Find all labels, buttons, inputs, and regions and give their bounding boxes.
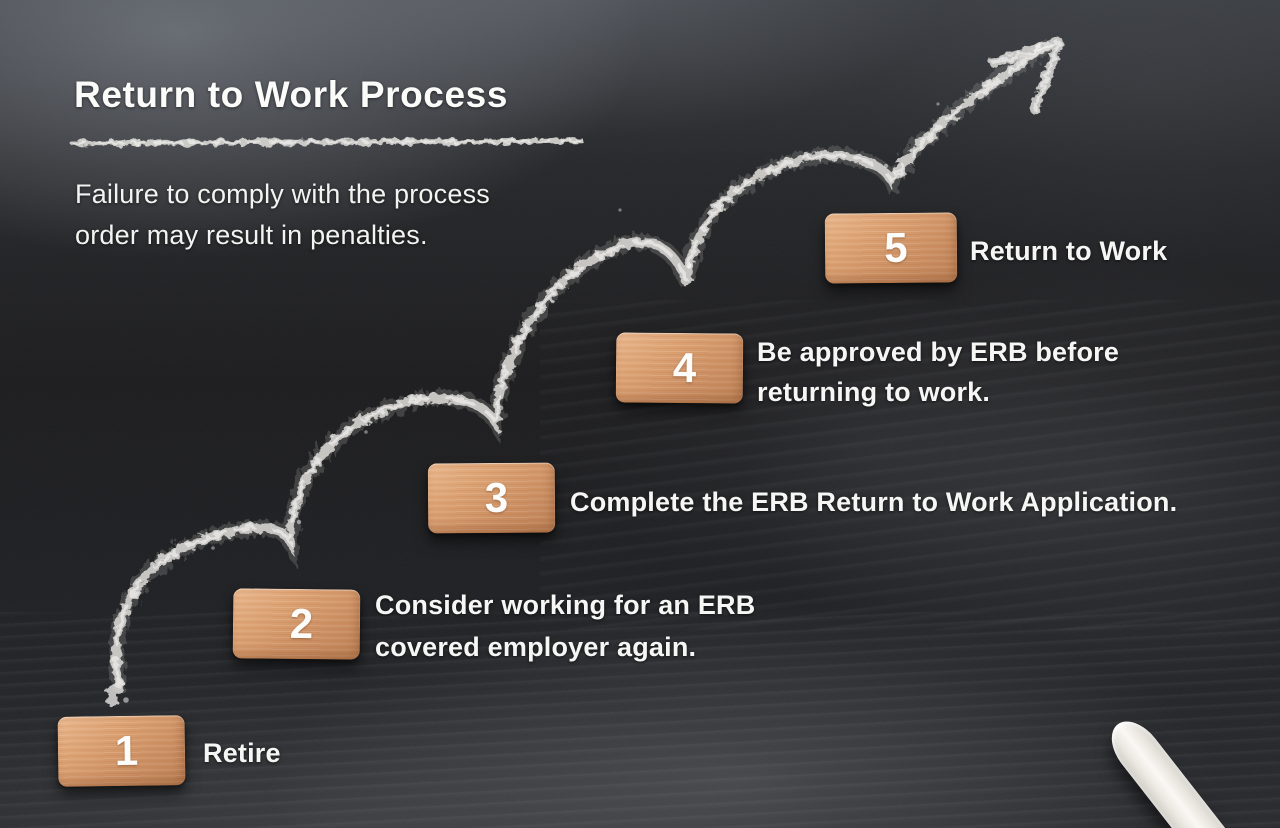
subtitle-line-1: Failure to comply with the process	[75, 179, 490, 209]
step-3-block: 3	[427, 462, 556, 534]
step-4-label-line-1: Be approved by ERB before	[757, 337, 1120, 367]
step-5-block: 5	[824, 212, 958, 284]
subtitle-line-2: order may result in penalties.	[75, 220, 428, 250]
step-2-number: 2	[289, 599, 314, 648]
chalk-dust	[123, 102, 940, 703]
step-4-label-line-2: returning to work.	[757, 377, 991, 407]
step-5-label-line-1: Return to Work	[970, 236, 1168, 266]
step-1-block: 1	[57, 715, 186, 787]
step-3-number: 3	[484, 473, 509, 522]
step-2-label: Consider working for an ERB covered empl…	[375, 584, 755, 668]
step-4-block: 4	[615, 332, 744, 404]
step-2-block: 2	[232, 588, 361, 660]
chalk-curve-main	[70, 37, 1064, 707]
step-1-label-line-1: Retire	[203, 738, 281, 768]
step-2-label-line-1: Consider working for an ERB	[375, 590, 756, 620]
step-2-label-line-2: covered employer again.	[375, 632, 697, 662]
step-1-label: Retire	[203, 736, 281, 770]
step-4-label: Be approved by ERB before returning to w…	[757, 332, 1119, 412]
step-5-number: 5	[884, 223, 908, 272]
step-5-label: Return to Work	[970, 234, 1167, 268]
step-3-label-line-1: Complete the ERB Return to Work Applicat…	[570, 487, 1178, 517]
page-title: Return to Work Process	[74, 74, 509, 115]
subtitle: Failure to comply with the process order…	[75, 174, 490, 256]
step-1-number: 1	[114, 726, 139, 775]
step-4-number: 4	[672, 343, 697, 392]
step-3-label: Complete the ERB Return to Work Applicat…	[570, 485, 1177, 519]
